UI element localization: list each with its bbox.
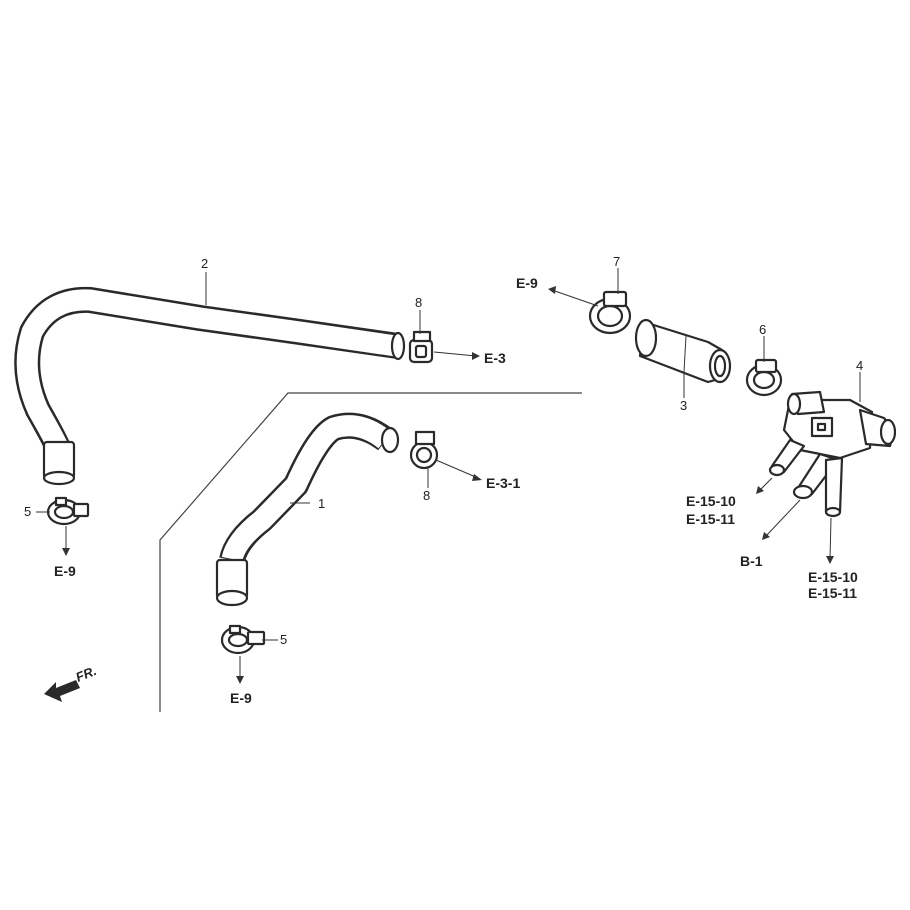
clamp-part-8-middle[interactable]	[409, 430, 439, 470]
ref-e15-11-b: E-15-11	[808, 585, 857, 601]
ref-e9-top: E-9	[516, 275, 538, 291]
callout-3: 3	[680, 398, 687, 413]
callout-2: 2	[201, 256, 208, 271]
callout-8-middle: 8	[423, 488, 430, 503]
callout-5-bottom: 5	[280, 632, 287, 647]
ref-e9-left: E-9	[54, 563, 76, 579]
group-frame-line	[159, 392, 582, 712]
leader-lines	[36, 268, 861, 684]
ref-e9-bottom: E-9	[230, 690, 252, 706]
ref-b1: B-1	[740, 553, 763, 569]
callout-4: 4	[856, 358, 863, 373]
hose-part-1[interactable]	[215, 412, 400, 607]
pipe-part-3[interactable]	[634, 318, 732, 384]
ref-e15-11-a: E-15-11	[686, 511, 735, 527]
front-direction-label: FR.	[74, 663, 99, 685]
clamp-part-8-top[interactable]	[408, 330, 434, 364]
callout-7: 7	[613, 254, 620, 269]
joint-part-4[interactable]	[768, 390, 897, 518]
callout-8-top: 8	[415, 295, 422, 310]
clamp-part-6[interactable]	[745, 358, 783, 397]
ref-e15-10-a: E-15-10	[686, 493, 736, 509]
hose-part-2[interactable]	[14, 286, 406, 486]
callout-6: 6	[759, 322, 766, 337]
ref-e3-1: E-3-1	[486, 475, 520, 491]
callout-5-left: 5	[24, 504, 31, 519]
clamp-part-5-left[interactable]	[46, 496, 90, 526]
clamp-part-7[interactable]	[588, 290, 632, 335]
clamp-part-5-bottom[interactable]	[220, 624, 266, 655]
front-direction-arrow-icon	[44, 680, 80, 702]
callout-1: 1	[318, 496, 325, 511]
ref-e15-10-b: E-15-10	[808, 569, 858, 585]
ref-e3: E-3	[484, 350, 506, 366]
